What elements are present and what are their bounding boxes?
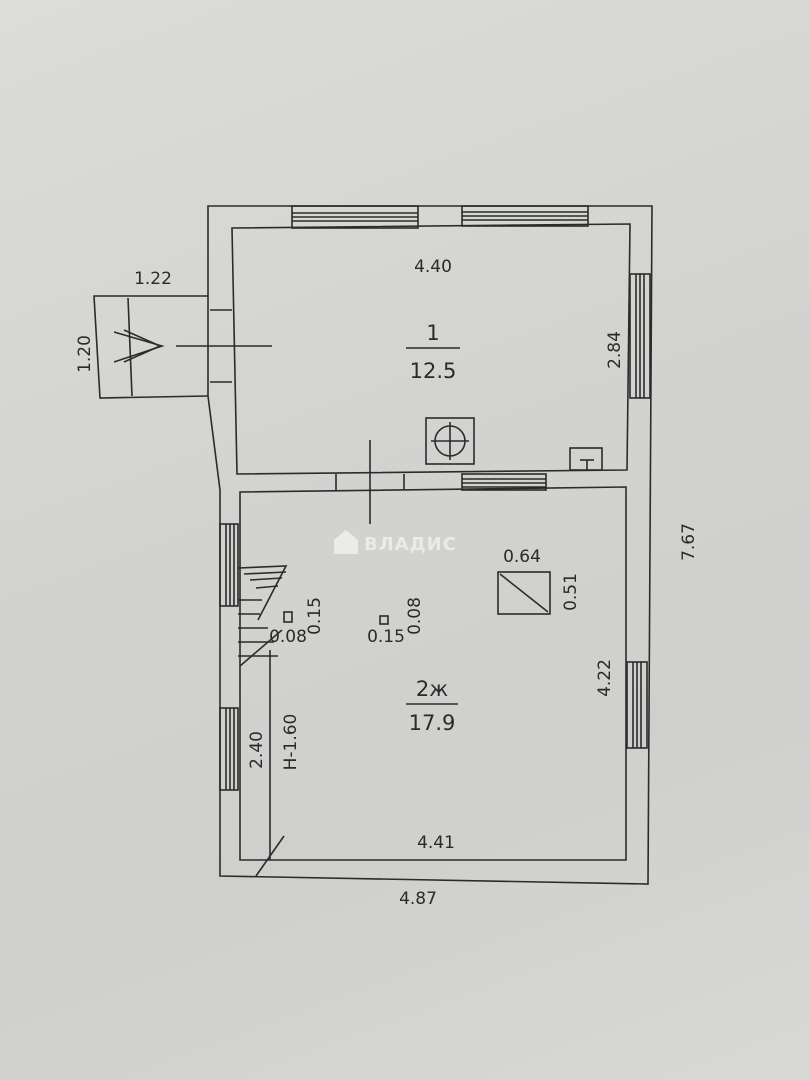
dim-porch-width: 1.22 — [134, 269, 172, 289]
dim-vent-width: 0.64 — [503, 547, 541, 567]
window-top-right — [461, 205, 589, 227]
vent-shaft-symbol — [497, 571, 551, 615]
porch — [93, 295, 209, 399]
interior-door — [335, 440, 405, 524]
dim-room1-width: 4.40 — [414, 257, 452, 277]
dim-porch-depth: 1.20 — [75, 335, 95, 373]
dim-total-width: 4.87 — [399, 889, 437, 909]
dim-column1-b: 0.15 — [305, 597, 325, 635]
column-2 — [379, 615, 389, 625]
watermark-text: ВЛАДИС — [364, 534, 457, 555]
window-right-upper — [629, 273, 651, 399]
dim-column1-a: 0.08 — [269, 627, 307, 647]
dim-room1-depth: 2.84 — [605, 331, 625, 369]
room2-area: 17.9 — [409, 711, 456, 735]
window-top-left — [291, 205, 419, 229]
dim-stair-depth: 2.40 — [247, 731, 267, 769]
room1-area: 12.5 — [410, 359, 457, 383]
dim-vent-height: 0.51 — [561, 573, 581, 611]
dim-total-depth: 7.67 — [679, 523, 699, 561]
meter-symbol — [569, 447, 603, 471]
staircase — [237, 565, 288, 877]
window-left-middle — [219, 523, 239, 607]
room2-inner-wall — [239, 486, 627, 861]
dim-column2-a: 0.15 — [367, 627, 405, 647]
house-logo-icon — [334, 530, 358, 554]
room1-number: 1 — [426, 321, 439, 345]
dim-room2-width: 4.41 — [417, 833, 455, 853]
stove-symbol — [425, 417, 475, 465]
dim-column2-b: 0.08 — [405, 597, 425, 635]
window-right-lower — [626, 661, 648, 749]
entry-door — [176, 309, 272, 383]
column-1 — [283, 611, 293, 623]
room2-number: 2ж — [416, 677, 448, 701]
dim-room2-depth: 4.22 — [595, 659, 615, 697]
window-left-lower — [219, 707, 239, 791]
window-interior — [461, 473, 547, 491]
watermark: ВЛАДИС — [334, 530, 457, 555]
dim-stair-height: Н-1.60 — [281, 714, 301, 771]
